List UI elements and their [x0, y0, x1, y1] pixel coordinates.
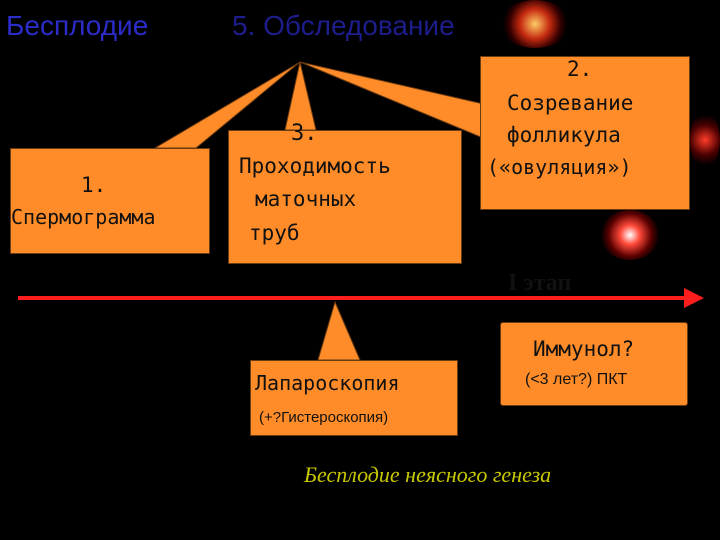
follicle-maturation-line: Созревание [507, 91, 634, 115]
timeline-arrow-head [684, 288, 704, 308]
follicle-maturation-line: («овуляция») [487, 155, 632, 179]
tubal-patency-box: 3. Проходимость маточных труб [228, 121, 462, 264]
conclusion-text: Бесплодие неясного генеза [304, 462, 552, 487]
laparoscopy-box: Лапароскопия (+?Гистероскопия) [250, 360, 458, 436]
background-flare [500, 0, 570, 48]
follicle-maturation-line: фолликула [507, 123, 621, 147]
tubal-patency-line: Проходимость [239, 154, 391, 178]
spermogram-label: Спермограмма [11, 205, 156, 229]
page-section-title: 5. Обследование [232, 10, 455, 41]
laparoscopy-note: (+?Гистероскопия) [259, 409, 389, 426]
spermogram-box: 1. Спермограмма [10, 148, 210, 254]
background-flare [600, 210, 660, 260]
follicle-maturation-number: 2. [567, 57, 593, 81]
stage-label: I этап [508, 270, 572, 296]
spermogram-number: 1. [81, 173, 107, 197]
immunology-title: Иммунол? [533, 337, 635, 361]
tubal-patency-number: 3. [291, 121, 318, 146]
immunology-subtitle: (<3 лет?) ПКТ [525, 371, 628, 388]
callout-ovulation [299, 61, 489, 141]
tubal-patency-line: маточных [255, 187, 357, 211]
immunology-box: Иммунол? (<3 лет?) ПКТ [500, 322, 688, 406]
follicle-maturation-box: 2. Созревание фолликула («овуляция») [480, 56, 690, 210]
callout-tubes [284, 61, 317, 131]
background-flare [690, 110, 720, 170]
callout-laparoscopy [317, 300, 361, 361]
laparoscopy-label: Лапароскопия [255, 371, 400, 395]
tubal-patency-line: труб [249, 221, 300, 245]
page-topic: Бесплодие [6, 10, 149, 41]
